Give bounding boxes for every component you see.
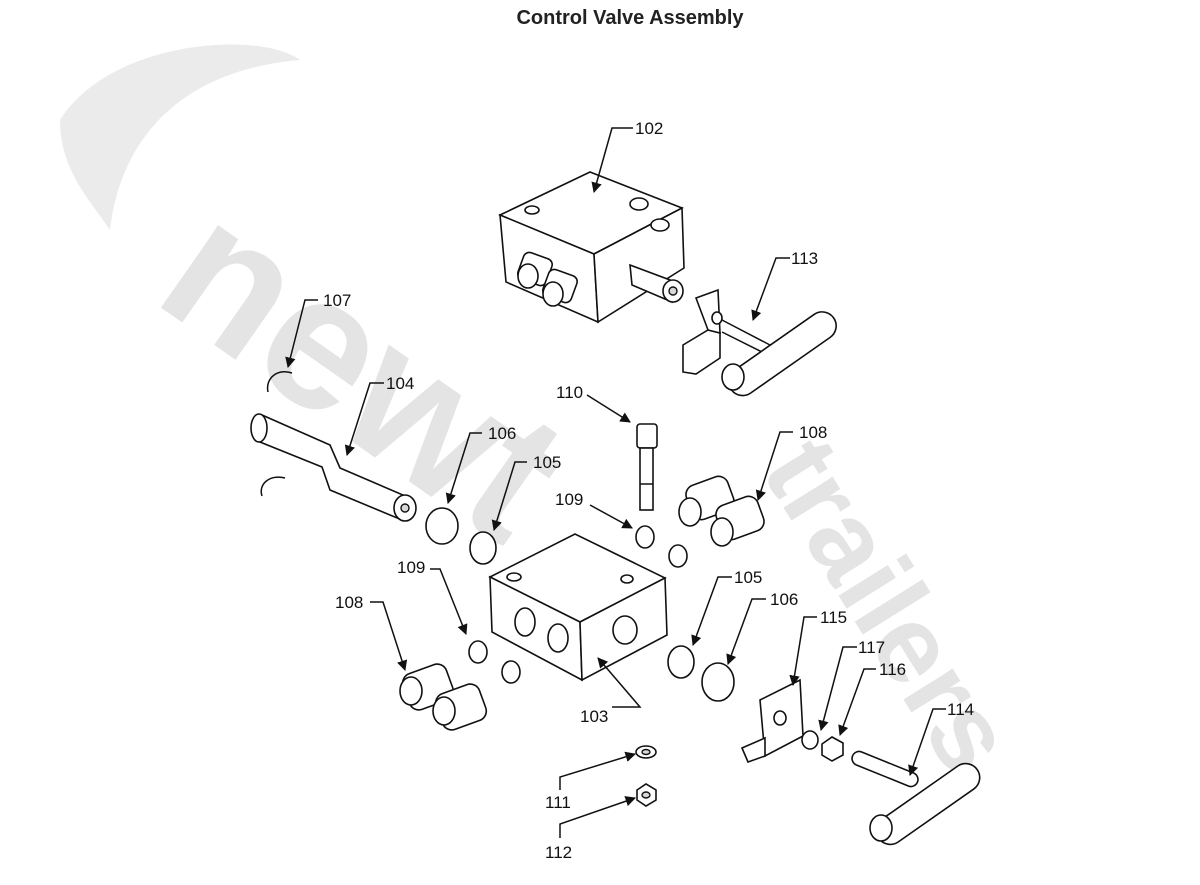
- callout-114: 114: [947, 700, 974, 719]
- callout-112: 112: [545, 843, 572, 862]
- callout-113: 113: [791, 249, 818, 268]
- part-112-nut: [636, 783, 657, 807]
- callout-108-lower: 108: [335, 593, 363, 612]
- callout-115: 115: [820, 608, 847, 627]
- callout-111: 111: [545, 793, 571, 812]
- part-103-valve-block: [488, 533, 668, 682]
- callout-107: 107: [323, 291, 351, 310]
- callout-108-upper: 108: [799, 423, 827, 442]
- part-seal-rings-lower: [468, 640, 735, 702]
- part-110-bolt: [636, 423, 658, 511]
- part-113-handle: [682, 288, 837, 397]
- callout-110: 110: [556, 383, 583, 402]
- callout-106-lower: 106: [770, 590, 798, 609]
- callout-102: 102: [635, 119, 663, 138]
- part-116-nut: [821, 736, 844, 762]
- watermark-swoosh: [60, 44, 300, 230]
- callout-103: 103: [580, 707, 608, 726]
- callout-106-upper: 106: [488, 424, 516, 443]
- part-108-upper-fittings: [678, 475, 765, 547]
- part-102-valve-body: [498, 171, 685, 324]
- callout-109-lower: 109: [397, 558, 425, 577]
- part-107-circlips: [260, 371, 293, 497]
- part-114-handle: [851, 750, 981, 846]
- part-117-washer: [801, 730, 819, 750]
- part-seal-rings-left: [425, 507, 688, 568]
- callout-109-upper: 109: [555, 490, 583, 509]
- callout-117: 117: [858, 638, 885, 657]
- callout-116: 116: [879, 660, 906, 679]
- callout-104: 104: [386, 374, 414, 393]
- leader-lines: [285, 127, 946, 838]
- part-104-spool: [250, 413, 417, 522]
- callout-105-upper: 105: [533, 453, 561, 472]
- callout-105-lower: 105: [734, 568, 762, 587]
- part-115-bracket: [740, 678, 804, 764]
- page-title: Control Valve Assembly: [516, 7, 744, 29]
- part-108-lower-fittings: [399, 663, 488, 731]
- part-111-washer: [635, 745, 657, 759]
- callout-labels: 102 113 107 104 110 108 106 105 109 109 …: [323, 119, 974, 862]
- watermark: newt trailers: [60, 44, 1038, 794]
